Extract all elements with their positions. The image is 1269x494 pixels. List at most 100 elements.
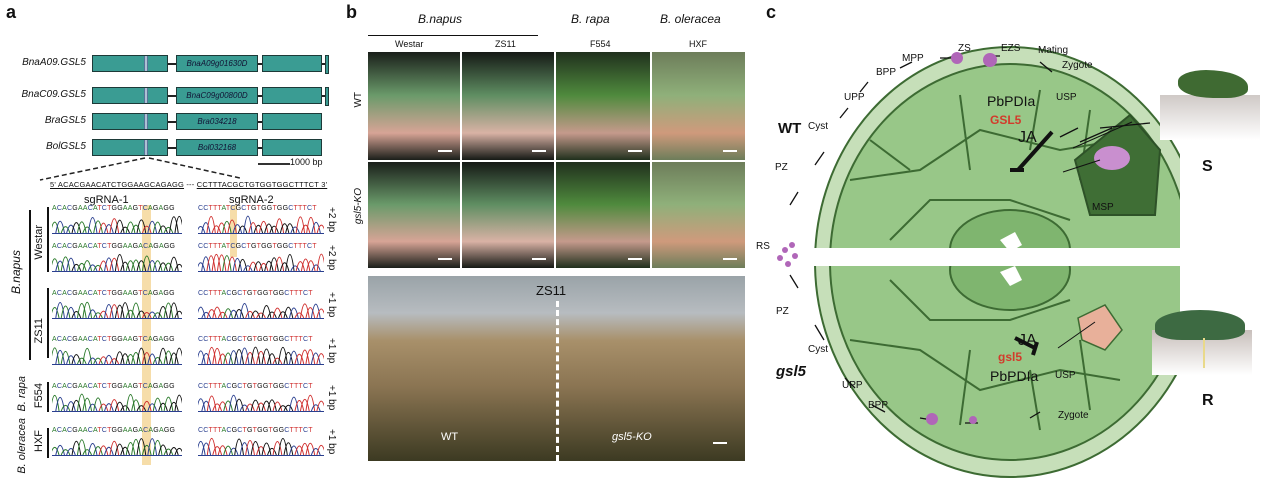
bpp-label-bottom: BPP: [868, 400, 889, 411]
gene-name: BnaC09.GSL5: [21, 89, 87, 100]
hxf-bar: [47, 428, 49, 458]
gene-name: BraGSL5: [44, 115, 86, 126]
panel-c-label: c: [766, 2, 777, 22]
chromatogram-trace: [198, 303, 324, 319]
ja-label-top: JA: [1018, 129, 1037, 146]
ja-label-bottom: JA: [1018, 332, 1037, 349]
cultivar-zs11-header: ZS11: [495, 39, 516, 49]
gene-locus: BnaA09g01630D: [186, 59, 248, 68]
chromatogram-trace: [198, 215, 324, 234]
cyst-label-top: Cyst: [808, 121, 828, 132]
sequence-read: ACACGAACATCTGGAAGTCAGAGG: [52, 205, 175, 212]
species-rapa: B. rapa: [16, 376, 28, 412]
exon-3: [262, 87, 322, 104]
exon-2: Bra034218: [176, 113, 258, 130]
sequence-read: CCTTTACGCTGTGGTGGCTTTCT: [198, 383, 313, 390]
scale-bar: [258, 163, 290, 165]
exon-2: BnaA09g01630D: [176, 55, 258, 72]
napus-underline: [368, 35, 538, 36]
sgrna-target-site: [144, 56, 148, 71]
f554-bar: [47, 382, 49, 412]
intron: [168, 147, 176, 149]
cyst-label-bottom: Cyst: [808, 344, 828, 355]
zs11-bar: [47, 288, 49, 358]
lifecycle-arrows: [789, 55, 1151, 424]
westar-bar: [47, 207, 49, 272]
sgrna1-label: sgRNA-1: [84, 194, 129, 206]
sequence-read: CCTTTACGCTGTGGTGGCTTTCT: [198, 290, 313, 297]
chromatogram-trace: [198, 346, 324, 365]
sequence-read: ACACGAACATCTGGAAGACAGAGG: [52, 427, 176, 434]
cultivar-westar-header: Westar: [395, 39, 424, 49]
field-wt-label: WT: [441, 431, 459, 443]
scale-bar: [713, 442, 727, 444]
soil-top: [1160, 95, 1260, 140]
scale-bar: [532, 150, 546, 152]
intron: [258, 95, 262, 97]
target-seq-gap: ---: [186, 180, 195, 189]
chromatogram-trace: [198, 437, 324, 456]
cultivar-f554-header: F554: [590, 39, 611, 49]
target-sequence: 5' ACACGAACATCTGGAAGCAGAGG --- CCTTTACGC…: [50, 180, 327, 189]
upp-label-top: UPP: [844, 92, 865, 103]
exon-1: [92, 113, 168, 130]
root-photo: [652, 162, 745, 268]
sequence-read: CCTTTATCGCTGTGGTGGCTTTCT: [198, 243, 317, 250]
intron: [322, 63, 325, 65]
scale-bar: [438, 258, 452, 260]
chromatogram-trace: [52, 254, 182, 272]
root-photo: [556, 52, 650, 160]
sgrna2-label: sgRNA-2: [229, 194, 274, 206]
row-ko-label: gsl5-KO: [353, 188, 364, 225]
exon-1: [92, 87, 168, 104]
exon-3: [262, 139, 322, 156]
exon-3: [262, 113, 322, 130]
sequence-read: ACACGAACATCTGGAAGTCAGAGG: [52, 383, 175, 390]
sgrna-target-site: [144, 114, 148, 129]
pbpdia-label-top: PbPDIa: [987, 93, 1036, 109]
exon-2: BnaC09g00800D: [176, 87, 258, 104]
gene-locus: BnaC09g00800D: [186, 91, 248, 100]
root-cross-section-diagram: [777, 46, 1180, 478]
intron: [258, 63, 262, 65]
intron: [258, 147, 262, 149]
divider-dashed-line: [556, 301, 559, 461]
cultivar-zs11: ZS11: [33, 318, 45, 344]
cultivar-f554: F554: [33, 383, 45, 409]
pbpdia-label-bottom: PbPDIa: [990, 368, 1039, 384]
resistant-plant-root: [1203, 338, 1205, 368]
scale-bar: [532, 258, 546, 260]
exon-1: [92, 139, 168, 156]
scale-bar: [438, 150, 452, 152]
species-oleracea: B. oleracea: [16, 418, 28, 474]
susceptible-plant-image: [1178, 70, 1248, 98]
exon-1: [92, 55, 168, 72]
scale-bar: [628, 150, 642, 152]
gsl5-label: gsl5: [776, 363, 807, 380]
indel-label: +2 bp: [326, 207, 337, 233]
gsl5-root-section: [814, 266, 1180, 478]
upp-label-bottom: UPP: [842, 380, 863, 391]
highlight-sgrna1: [142, 205, 151, 465]
chromatogram-trace: [52, 347, 182, 365]
chromatogram-trace: [52, 215, 182, 234]
exon-3: [262, 55, 322, 72]
pz-label-top: PZ: [775, 162, 788, 173]
root-photo: [652, 52, 745, 160]
gene-name: BolGSL5: [45, 141, 86, 152]
sequence-read: CCTTTACGCTGTGGTGGCTTTCT: [198, 427, 313, 434]
chromatogram-trace: [198, 253, 324, 272]
ezs-label: EZS: [1001, 43, 1021, 54]
pathogen-spores: [777, 52, 997, 425]
sequence-read: ACACGAACATCTGGAAGACAGAGG: [52, 243, 176, 250]
sequence-read: CCTTTATCGCTGTGGTGGCTTTCT: [198, 205, 317, 212]
field-ko-label: gsl5-KO: [612, 431, 652, 443]
phenotype-resistant: R: [1202, 392, 1214, 409]
panel-a-label: a: [6, 2, 17, 22]
sequence-read: CCTTTACGCTGTGGTGGCTTTCT: [198, 336, 313, 343]
mating-label: Mating: [1038, 45, 1069, 56]
species-napus-header: B.napus: [418, 12, 463, 26]
gsl5-gene-label-top: GSL5: [990, 113, 1022, 127]
field-photo: ZS11 WT gsl5-KO: [368, 276, 745, 461]
zygote-label-top: Zygote: [1062, 60, 1093, 71]
